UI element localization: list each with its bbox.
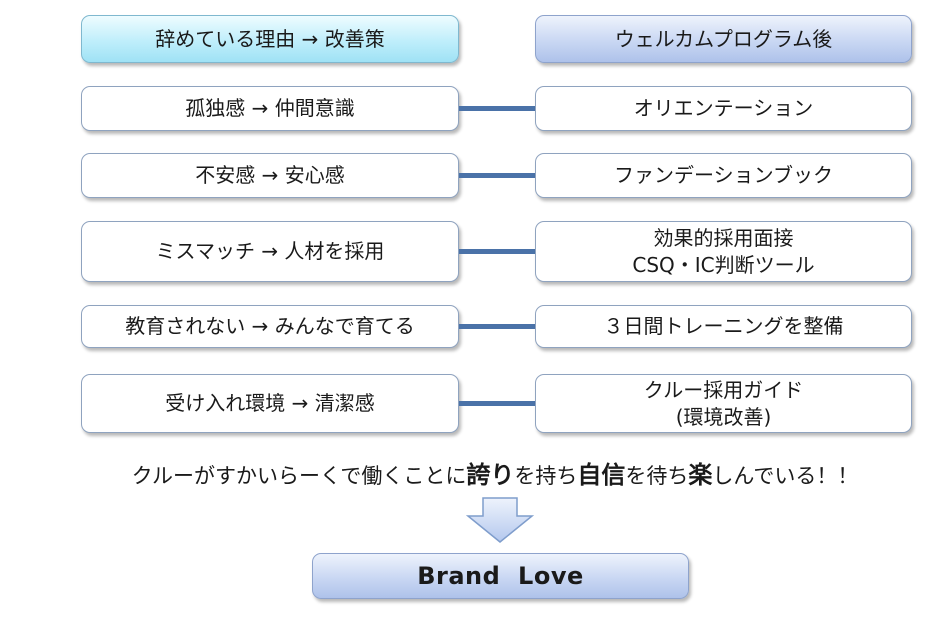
statement-emphasis-enjoy: 楽: [688, 461, 713, 489]
statement-part: クルーがすかいらーくで働くことに: [131, 464, 467, 488]
brand-love-box: Brand Love: [312, 553, 689, 599]
reason-label: 受け入れ環境 → 清潔感: [165, 391, 375, 415]
header-left-label: 辞めている理由 → 改善策: [155, 26, 385, 51]
reason-box-environment: 受け入れ環境 → 清潔感: [81, 374, 459, 433]
reason-label: 教育されない → みんなで育てる: [125, 314, 415, 338]
reason-box-mismatch: ミスマッチ → 人材を採用: [81, 221, 459, 282]
program-label-line1: クルー採用ガイド: [643, 377, 804, 402]
connector-line: [459, 173, 535, 178]
statement-part: しんでいる！！: [712, 464, 859, 488]
reason-label: 不安感 → 安心感: [195, 163, 345, 187]
connector-line: [459, 324, 535, 329]
connector-line: [459, 401, 535, 406]
statement-emphasis-confidence: 自信: [577, 461, 626, 489]
reason-label: ミスマッチ → 人材を採用: [155, 239, 385, 263]
program-box-interview: 効果的採用面接 CSQ・IC判断ツール: [535, 221, 912, 282]
reason-label: 孤独感 → 仲間意識: [185, 96, 355, 120]
statement-part: を持ち: [514, 464, 578, 488]
brand-love-label: Brand Love: [417, 561, 584, 590]
program-box-orientation: オリエンテーション: [535, 86, 912, 131]
connector-line: [459, 106, 535, 111]
statement-part: を待ち: [625, 464, 689, 488]
program-box-foundation-book: ファンデーションブック: [535, 153, 912, 198]
program-label-line2: (環境改善): [675, 404, 772, 429]
down-arrow-icon: [466, 497, 534, 543]
program-label: ファンデーションブック: [614, 163, 833, 187]
header-welcome-program: ウェルカムプログラム後: [535, 15, 912, 63]
program-label-line1: 効果的採用面接: [653, 225, 794, 250]
header-reasons-improvements: 辞めている理由 → 改善策: [81, 15, 459, 63]
program-box-training: ３日間トレーニングを整備: [535, 305, 912, 348]
reason-box-loneliness: 孤独感 → 仲間意識: [81, 86, 459, 131]
program-label: オリエンテーション: [633, 96, 814, 120]
program-label: ３日間トレーニングを整備: [603, 314, 844, 338]
statement-emphasis-pride: 誇り: [466, 461, 515, 489]
header-right-label: ウェルカムプログラム後: [614, 26, 833, 51]
connector-line: [459, 249, 535, 254]
statement-text: クルーがすかいらーくで働くことに誇りを持ち自信を待ち楽しんでいる！！: [60, 458, 930, 492]
reason-box-anxiety: 不安感 → 安心感: [81, 153, 459, 198]
program-box-crew-guide: クルー採用ガイド (環境改善): [535, 374, 912, 433]
reason-box-no-training: 教育されない → みんなで育てる: [81, 305, 459, 348]
program-label-line2: CSQ・IC判断ツール: [632, 252, 815, 277]
